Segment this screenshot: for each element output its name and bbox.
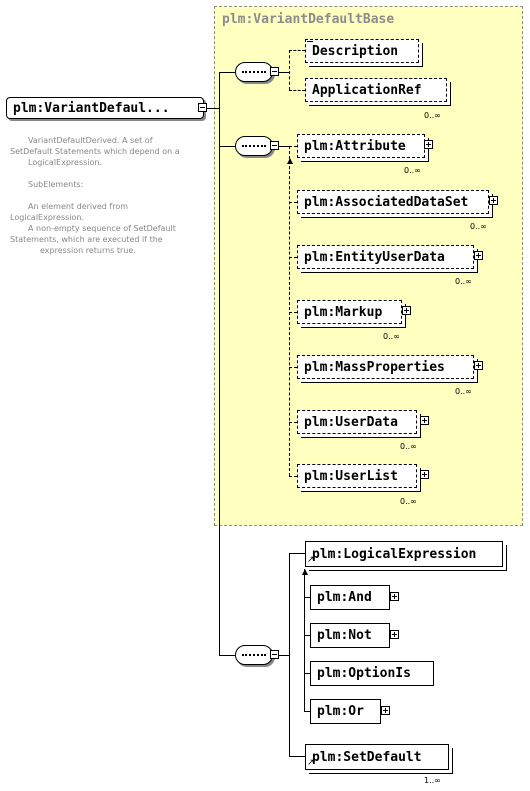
connector <box>304 597 310 598</box>
doc-line-3: LogicalExpression. <box>28 158 103 167</box>
element-massproperties[interactable]: plm:MassProperties <box>297 355 474 379</box>
connector <box>289 257 297 258</box>
connector <box>289 422 297 423</box>
connector <box>219 72 235 73</box>
sequence-collapse-icon[interactable] <box>270 141 279 150</box>
cardinality-label: 1..∞ <box>424 776 441 785</box>
expand-and-icon[interactable] <box>390 592 399 601</box>
doc-line-10: Statements, which are executed if the <box>10 235 163 244</box>
expand-attribute-icon[interactable] <box>424 140 433 149</box>
connector <box>219 146 235 147</box>
element-markup[interactable]: plm:Markup <box>297 300 402 324</box>
element-entityuserdata[interactable]: plm:EntityUserData <box>297 245 474 269</box>
cardinality-label: 0..∞ <box>424 111 441 120</box>
cardinality-label: 0..∞ <box>404 166 421 175</box>
element-associateddataset[interactable]: plm:AssociatedDataSet <box>297 190 489 214</box>
expand-associateddataset-icon[interactable] <box>489 196 498 205</box>
substitution-arrow-icon <box>302 569 308 575</box>
sequence-collapse-icon[interactable] <box>270 650 279 659</box>
root-collapse-icon[interactable] <box>198 103 207 112</box>
doc-line-1: VariantDefaultDerived. A set of <box>28 136 153 145</box>
connector <box>219 655 235 656</box>
connector <box>279 655 289 656</box>
base-type-title: plm:VariantDefaultBase <box>222 12 395 27</box>
element-and[interactable]: plm:And <box>310 585 390 610</box>
cardinality-label: 0..∞ <box>470 222 487 231</box>
expand-not-icon[interactable] <box>390 630 399 639</box>
element-optionis[interactable]: plm:OptionIs <box>310 661 434 686</box>
connector <box>289 50 290 90</box>
sequence-compositor <box>235 62 273 82</box>
connector <box>304 711 310 712</box>
element-setdefault[interactable]: plm:SetDefault <box>305 744 449 770</box>
element-description[interactable]: Description <box>305 39 419 63</box>
connector <box>289 90 305 91</box>
connector <box>219 72 220 655</box>
element-userdata[interactable]: plm:UserData <box>297 410 417 434</box>
cardinality-label: 0..∞ <box>455 277 472 286</box>
doc-line-11: expression returns true. <box>40 246 136 255</box>
connector <box>289 146 297 147</box>
element-attribute[interactable]: plm:Attribute <box>297 134 425 158</box>
root-element[interactable]: plm:VariantDefaul... <box>6 97 204 119</box>
connector <box>279 72 289 73</box>
connector <box>289 756 305 757</box>
connector <box>289 367 297 368</box>
reference-arrow-icon: ↗ <box>307 758 315 768</box>
expand-entityuserdata-icon[interactable] <box>474 251 483 260</box>
expand-or-icon[interactable] <box>381 706 390 715</box>
root-element-label: plm:VariantDefaul... <box>13 100 170 116</box>
connector <box>304 569 305 712</box>
documentation-marker-icon <box>307 41 313 48</box>
connector <box>304 673 310 674</box>
doc-line-2: SetDefault Statements which depend on a <box>10 147 180 156</box>
element-or[interactable]: plm:Or <box>310 699 381 724</box>
doc-line-9: A non-empty sequence of SetDefault <box>28 224 176 233</box>
element-userlist[interactable]: plm:UserList <box>297 464 417 488</box>
expand-userlist-icon[interactable] <box>420 470 429 479</box>
connector <box>289 312 297 313</box>
expand-massproperties-icon[interactable] <box>474 361 483 370</box>
sequence-collapse-icon[interactable] <box>270 67 279 76</box>
element-logicalexpression[interactable]: plm:LogicalExpression <box>305 541 503 567</box>
connector <box>289 553 290 756</box>
connector <box>289 202 297 203</box>
doc-line-7: An element derived from <box>28 202 129 211</box>
expand-markup-icon[interactable] <box>402 306 411 315</box>
doc-line-8: LogicalExpression. <box>10 213 85 222</box>
connector <box>289 50 305 51</box>
connector <box>289 476 297 477</box>
derivation-arrow-icon <box>287 158 293 164</box>
element-applicationref[interactable]: ApplicationRef <box>305 78 447 102</box>
cardinality-label: 0..∞ <box>400 442 417 451</box>
connector <box>279 146 289 147</box>
connector <box>304 635 310 636</box>
cardinality-label: 0..∞ <box>383 332 400 341</box>
connector <box>289 553 305 554</box>
cardinality-label: 0..∞ <box>400 497 417 506</box>
expand-userdata-icon[interactable] <box>420 416 429 425</box>
reference-arrow-icon: ↗ <box>307 555 315 565</box>
doc-line-5: SubElements: <box>28 180 84 189</box>
cardinality-label: 0..∞ <box>455 387 472 396</box>
element-not[interactable]: plm:Not <box>310 623 390 648</box>
sequence-compositor <box>235 136 273 156</box>
connector <box>289 146 290 476</box>
connector <box>207 108 220 109</box>
sequence-compositor <box>235 645 273 665</box>
